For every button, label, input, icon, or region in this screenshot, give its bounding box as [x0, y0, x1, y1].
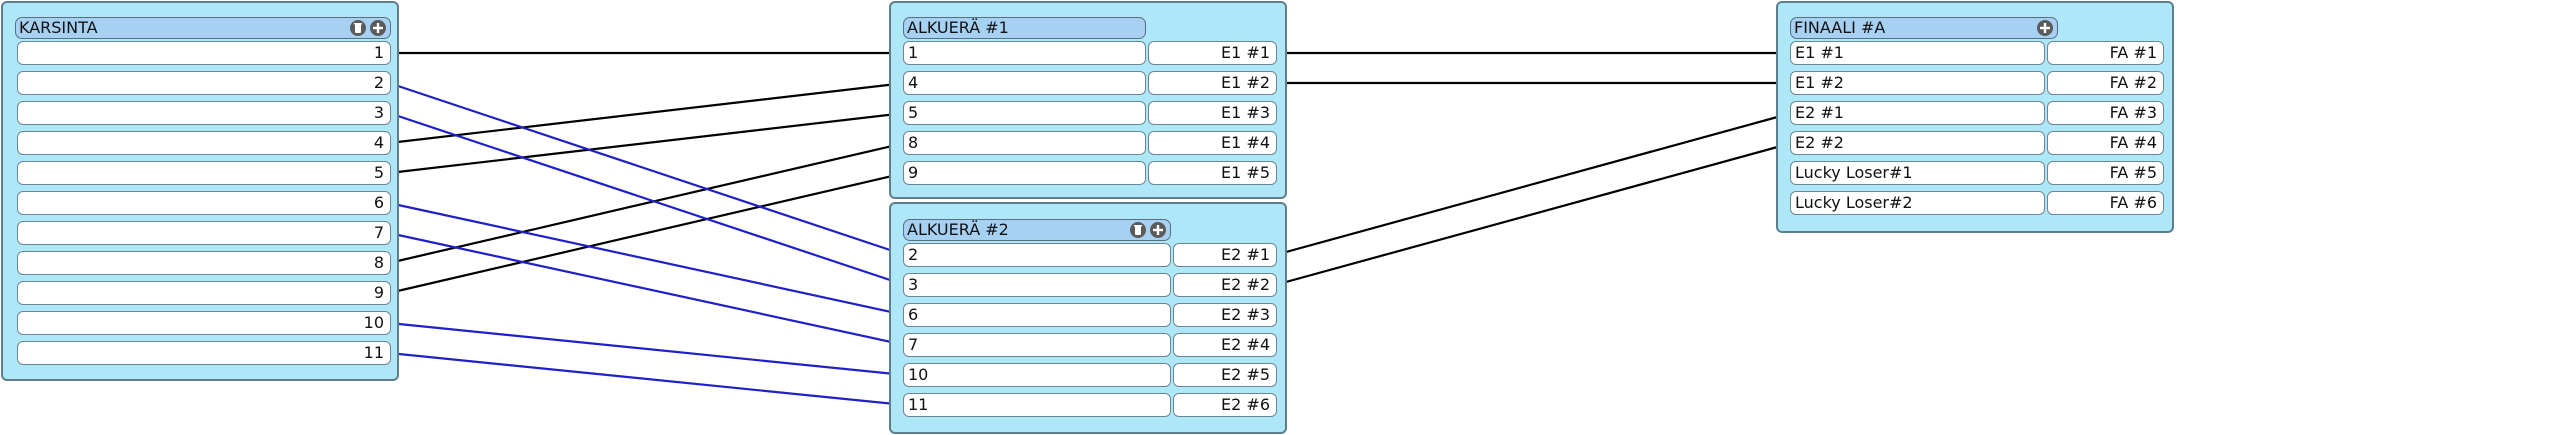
final-input-slot[interactable]: Lucky Loser#1: [1790, 161, 2045, 185]
trash-icon[interactable]: [349, 19, 367, 37]
connection-line: [388, 141, 906, 265]
plus-circle-icon[interactable]: [1149, 221, 1167, 239]
connection-line: [388, 111, 906, 175]
panel-title-text: KARSINTA: [19, 18, 98, 37]
karsinta-entry-slot[interactable]: 2: [17, 71, 391, 95]
heat2-output-slot[interactable]: E2 #6: [1173, 393, 1277, 417]
panel-title-final-a[interactable]: FINAALI #A: [1790, 17, 2058, 39]
heat1-output-slot[interactable]: E1 #3: [1148, 101, 1277, 125]
panel-title-text: FINAALI #A: [1794, 18, 1886, 37]
connection-line: [388, 201, 906, 317]
karsinta-entry-slot[interactable]: 9: [17, 281, 391, 305]
heat2-input-slot[interactable]: 7: [903, 333, 1171, 357]
heat2-input-slot[interactable]: 11: [903, 393, 1171, 417]
heat1-input-slot[interactable]: 1: [903, 41, 1146, 65]
heat1-input-slot[interactable]: 9: [903, 161, 1146, 185]
karsinta-entry-slot[interactable]: 3: [17, 101, 391, 125]
final-output-slot[interactable]: FA #3: [2047, 101, 2164, 125]
plus-circle-icon[interactable]: [2036, 19, 2054, 37]
heat2-output-slot[interactable]: E2 #4: [1173, 333, 1277, 357]
connection-line: [388, 321, 906, 377]
final-input-slot[interactable]: E2 #1: [1790, 101, 2045, 125]
trash-icon[interactable]: [1129, 221, 1147, 239]
heat2-output-slot[interactable]: E2 #2: [1173, 273, 1277, 297]
panel-title-heat-2[interactable]: ALKUERÄ #2: [903, 219, 1171, 241]
heat2-input-slot[interactable]: 3: [903, 273, 1171, 297]
karsinta-entry-slot[interactable]: 10: [17, 311, 391, 335]
final-input-slot[interactable]: E2 #2: [1790, 131, 2045, 155]
heat1-output-slot[interactable]: E1 #5: [1148, 161, 1277, 185]
panel-title-text: ALKUERÄ #2: [907, 220, 1009, 239]
panel-title-heat-1[interactable]: ALKUERÄ #1: [903, 17, 1146, 39]
final-input-slot[interactable]: E1 #2: [1790, 71, 2045, 95]
panel-karsinta: KARSINTA 1 2 3 4 5 6 7 8 9 10 11: [1, 1, 399, 381]
heat1-output-slot[interactable]: E1 #4: [1148, 131, 1277, 155]
connection-line: [388, 111, 906, 287]
final-output-slot[interactable]: FA #5: [2047, 161, 2164, 185]
plus-circle-icon[interactable]: [369, 19, 387, 37]
final-output-slot[interactable]: FA #1: [2047, 41, 2164, 65]
heat1-input-slot[interactable]: 8: [903, 131, 1146, 155]
karsinta-entry-slot[interactable]: 1: [17, 41, 391, 65]
heat2-output-slot[interactable]: E2 #5: [1173, 363, 1277, 387]
heat1-output-slot[interactable]: E1 #2: [1148, 71, 1277, 95]
panel-title-text: ALKUERÄ #1: [907, 18, 1009, 37]
karsinta-entry-slot[interactable]: 4: [17, 131, 391, 155]
connection-line: [388, 81, 906, 257]
karsinta-entry-slot[interactable]: 8: [17, 251, 391, 275]
connection-line: [388, 81, 906, 145]
final-output-slot[interactable]: FA #2: [2047, 71, 2164, 95]
connection-line: [388, 171, 906, 295]
karsinta-entry-slot[interactable]: 5: [17, 161, 391, 185]
heat2-output-slot[interactable]: E2 #1: [1173, 243, 1277, 267]
final-input-slot[interactable]: Lucky Loser#2: [1790, 191, 2045, 215]
heat2-input-slot[interactable]: 2: [903, 243, 1171, 267]
panel-title-karsinta[interactable]: KARSINTA: [15, 17, 391, 39]
connection-line: [1274, 111, 1793, 257]
final-output-slot[interactable]: FA #4: [2047, 131, 2164, 155]
heat2-input-slot[interactable]: 6: [903, 303, 1171, 327]
connection-line: [388, 351, 906, 407]
heat2-output-slot[interactable]: E2 #3: [1173, 303, 1277, 327]
heat2-input-slot[interactable]: 10: [903, 363, 1171, 387]
final-input-slot[interactable]: E1 #1: [1790, 41, 2045, 65]
connection-line: [1274, 141, 1793, 287]
heat1-input-slot[interactable]: 4: [903, 71, 1146, 95]
heat1-input-slot[interactable]: 5: [903, 101, 1146, 125]
karsinta-entry-slot[interactable]: 11: [17, 341, 391, 365]
connection-line: [388, 231, 906, 347]
karsinta-entry-slot[interactable]: 7: [17, 221, 391, 245]
heat1-output-slot[interactable]: E1 #1: [1148, 41, 1277, 65]
final-output-slot[interactable]: FA #6: [2047, 191, 2164, 215]
karsinta-entry-slot[interactable]: 6: [17, 191, 391, 215]
